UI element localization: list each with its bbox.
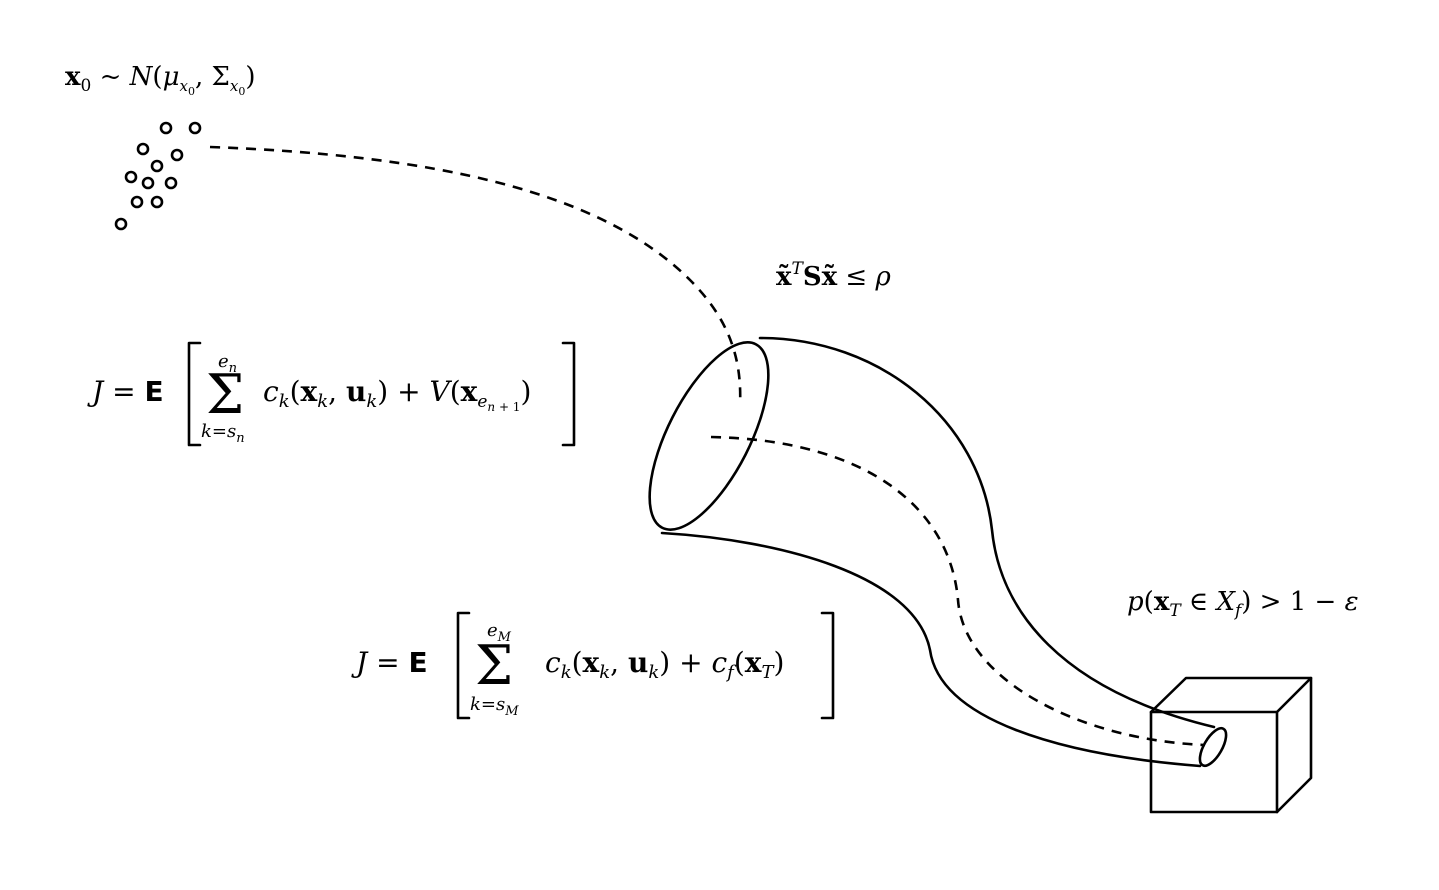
- tube-centerline-dashed: [710, 435, 1206, 747]
- svg-text:k=sn: k=sn: [201, 421, 245, 446]
- tube-exit-ellipse: [1198, 726, 1228, 768]
- left-bracket: [456, 611, 471, 720]
- sample-point: [170, 148, 184, 162]
- sample-point: [150, 159, 164, 173]
- right-bracket: [820, 611, 835, 720]
- summation-sign: Σ: [206, 363, 244, 426]
- tube-lower-wall: [660, 531, 1202, 768]
- terminal-probability-label: p(xT ∈ Xf) > 1 − ε: [1127, 587, 1359, 621]
- svg-text:ck(xk, uk) + V(xen + 1): ck(xk, uk) + V(xen + 1): [263, 375, 531, 414]
- sample-point: [188, 121, 202, 135]
- tube-cost-equation: J = E Σ en k=sn ck(xk, uk) + V(xen + 1): [87, 341, 576, 447]
- sample-point: [124, 170, 138, 184]
- sample-point: [130, 195, 144, 209]
- funnel-tube: [648, 336, 1228, 768]
- tube-entry-ellipse: [648, 341, 770, 531]
- sample-point: [136, 142, 150, 156]
- sample-point: [164, 176, 178, 190]
- initial-samples: [114, 121, 202, 231]
- sample-point: [141, 176, 155, 190]
- svg-text:k=sM: k=sM: [470, 694, 519, 719]
- sample-point: [150, 195, 164, 209]
- left-bracket: [187, 341, 202, 447]
- sample-point: [159, 121, 173, 135]
- tube-upper-wall: [758, 336, 1216, 729]
- initial-trajectory-dashed: [209, 145, 742, 406]
- summation-sign: Σ: [475, 634, 513, 697]
- terminal-set-cube: [1149, 676, 1313, 814]
- cube-side-face: [1275, 676, 1313, 814]
- cube-top-face: [1149, 676, 1313, 714]
- svg-text:J = E: J = E: [87, 375, 164, 408]
- final-cost-equation: J = E Σ eM k=sM ck(xk, uk) + cf(xT): [351, 611, 835, 720]
- svg-text:ck(xk, uk) + cf(xT): ck(xk, uk) + cf(xT): [545, 646, 784, 683]
- initial-distribution-label: x0 ~ N(μx0, Σx0): [65, 62, 256, 98]
- right-bracket: [561, 341, 576, 447]
- tube-constraint-label: x̃TSx̃ ≤ ρ: [776, 259, 891, 292]
- svg-text:J = E: J = E: [351, 646, 428, 679]
- sample-point: [114, 217, 128, 231]
